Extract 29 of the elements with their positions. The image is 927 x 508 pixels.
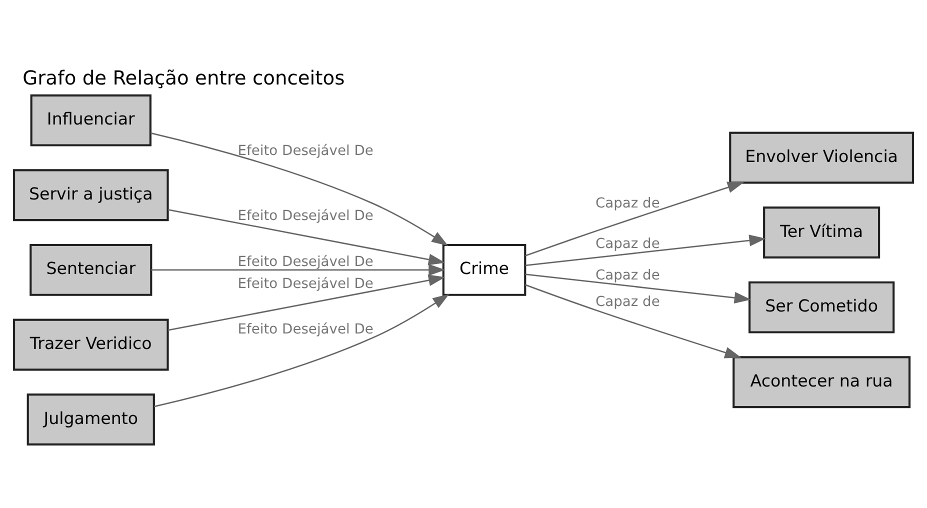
- node-box: Envolver Violencia: [729, 132, 914, 184]
- edge-label: Efeito Desejável De: [238, 208, 374, 224]
- edge-label: Efeito Desejável De: [238, 322, 374, 338]
- node-box: Influenciar: [30, 94, 152, 146]
- arrow: [168, 208, 446, 266]
- node-box: Acontecer na rua: [732, 356, 911, 408]
- edge-label: Efeito Desejável De: [238, 142, 374, 159]
- arrow: [525, 234, 766, 266]
- node-box: Ser Cometido: [748, 281, 895, 334]
- edge-label: Capaz de: [595, 294, 660, 310]
- arrow: [150, 132, 448, 246]
- edge-label: Capaz de: [595, 236, 660, 252]
- diagram-title: Grafo de Relação entre conceitos: [22, 66, 345, 90]
- node-box: Sentenciar: [30, 244, 152, 296]
- arrow: [154, 294, 450, 408]
- edge-label: Capaz de: [595, 268, 660, 284]
- arrow: [525, 274, 752, 304]
- node-box: Servir a justiça: [12, 169, 169, 222]
- node-box: Trazer Veridico: [12, 318, 169, 371]
- arrow: [525, 284, 742, 358]
- edge-label: Efeito Desejável De: [238, 276, 374, 292]
- node-box: Ter Vítima: [763, 206, 880, 258]
- arrow: [525, 182, 744, 256]
- edge-label: Capaz de: [595, 196, 660, 212]
- arrow: [151, 264, 446, 276]
- arrow: [168, 274, 446, 331]
- edge-label: Efeito Desejável De: [238, 254, 374, 270]
- node-box: Julgamento: [26, 394, 155, 446]
- node-box: Crime: [442, 244, 526, 296]
